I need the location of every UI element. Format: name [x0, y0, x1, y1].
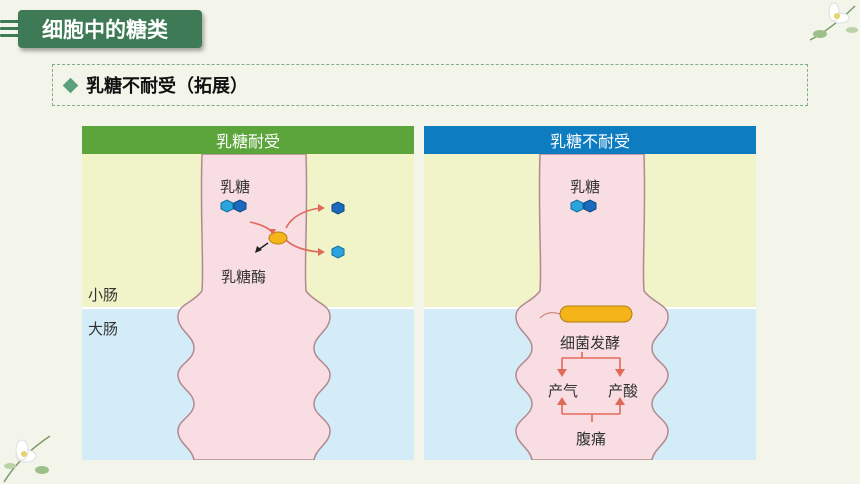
galactose-product-hexagon	[331, 201, 345, 215]
flower-decoration-top-right	[809, 2, 858, 41]
galactose-hexagon	[233, 199, 247, 213]
section-subtitle-box: 乳糖不耐受（拓展）	[52, 64, 808, 106]
small-intestine-label: 小肠	[88, 286, 119, 304]
panel-lactose-tolerant: 乳糖耐受 乳糖 乳糖酶 小肠 大肠	[82, 126, 414, 460]
large-intestine-label: 大肠	[88, 320, 119, 338]
lactase-label: 乳糖酶	[221, 268, 267, 286]
glucose-product-hexagon	[331, 245, 345, 259]
intestine-shape-left	[177, 153, 331, 460]
lactose-label-left: 乳糖	[220, 178, 251, 196]
pain-label: 腹痛	[576, 430, 607, 448]
galactose-hexagon-right	[583, 199, 597, 213]
panel-lactose-intolerant: 乳糖不耐受 乳糖 细菌发酵 产气 产酸 腹痛	[424, 126, 756, 460]
page-title: 细胞中的糖类	[18, 10, 202, 48]
panel-header-intolerant-text: 乳糖不耐受	[549, 132, 630, 151]
section-subtitle: 乳糖不耐受（拓展）	[86, 76, 248, 97]
panel-header-tolerant-text: 乳糖耐受	[215, 132, 280, 151]
page-title-text: 细胞中的糖类	[42, 18, 168, 42]
panel-header-intolerant: 乳糖不耐受	[424, 126, 756, 154]
gas-label: 产气	[548, 382, 579, 400]
menu-lines-icon	[0, 20, 22, 38]
fermentation-label: 细菌发酵	[560, 334, 621, 352]
panel-header-tolerant: 乳糖耐受	[82, 126, 414, 154]
glucose-hexagon	[220, 199, 234, 213]
glucose-hexagon-right	[570, 199, 584, 213]
lactase-enzyme	[268, 231, 288, 245]
lactose-label-right: 乳糖	[570, 178, 601, 196]
acid-label: 产酸	[608, 382, 639, 400]
flower-decoration-bottom-left	[3, 435, 51, 483]
diamond-bullet-icon	[62, 77, 79, 93]
bacteria-shape	[559, 305, 633, 323]
